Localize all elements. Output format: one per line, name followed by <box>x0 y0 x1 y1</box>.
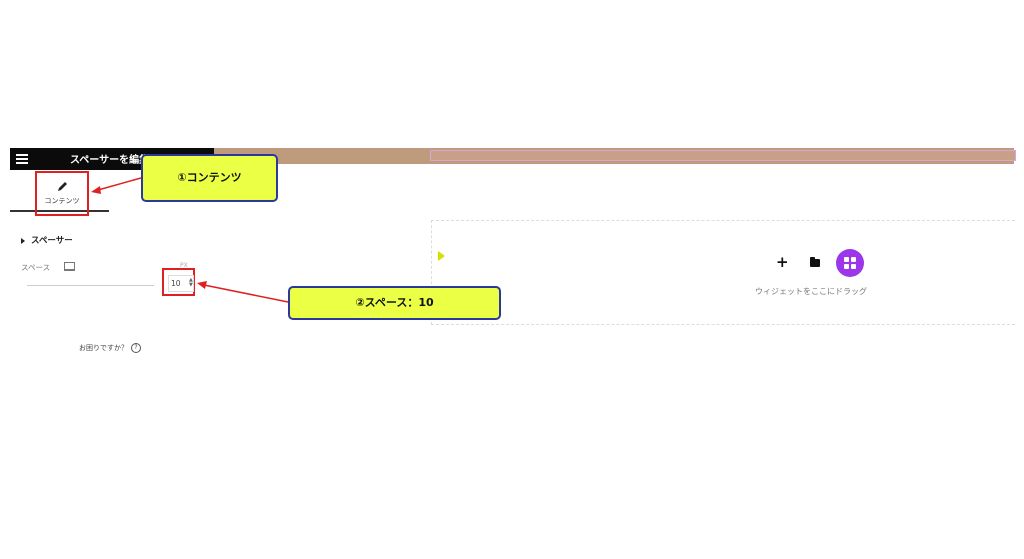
section-title: スペーサー <box>31 236 73 246</box>
hamburger-icon[interactable] <box>16 154 28 164</box>
space-slider[interactable] <box>27 285 154 286</box>
help-text: お困りですか？ <box>79 344 128 352</box>
help-link[interactable]: お困りですか？? <box>79 343 141 353</box>
space-label: スペース <box>21 263 51 272</box>
widgets-icon[interactable] <box>836 249 864 277</box>
folder-icon[interactable] <box>810 257 820 267</box>
space-value: 10 <box>171 279 181 288</box>
space-input[interactable]: 10 ▲▼ <box>168 275 194 292</box>
callout-space: ②スペース：10 <box>288 286 501 320</box>
tab-content[interactable]: コンテンツ <box>36 172 88 216</box>
monitor-icon[interactable] <box>64 262 75 271</box>
help-icon: ? <box>131 343 141 353</box>
callout-content: ①コンテンツ <box>141 154 278 202</box>
drag-text: ウィジェットをここにドラッグ <box>755 287 867 296</box>
tab-label: コンテンツ <box>44 197 80 205</box>
pencil-icon <box>58 182 67 191</box>
spinner-icon[interactable]: ▲▼ <box>189 277 193 288</box>
cursor-icon <box>438 251 445 261</box>
widget-dropzone[interactable] <box>431 220 1015 325</box>
canvas-header-strip <box>214 148 1016 164</box>
canvas-header-inner <box>430 150 1016 161</box>
tab-active-underline <box>10 210 109 212</box>
caret-icon <box>21 237 25 244</box>
plus-icon[interactable]: + <box>776 253 789 271</box>
space-input-highlight: 10 ▲▼ <box>162 268 195 296</box>
section-spacer[interactable]: スペーサー <box>21 234 73 246</box>
panel-title: スペーサーを編集 <box>70 155 150 166</box>
tab-highlight <box>35 171 89 216</box>
unit-label[interactable]: PX <box>180 262 188 269</box>
